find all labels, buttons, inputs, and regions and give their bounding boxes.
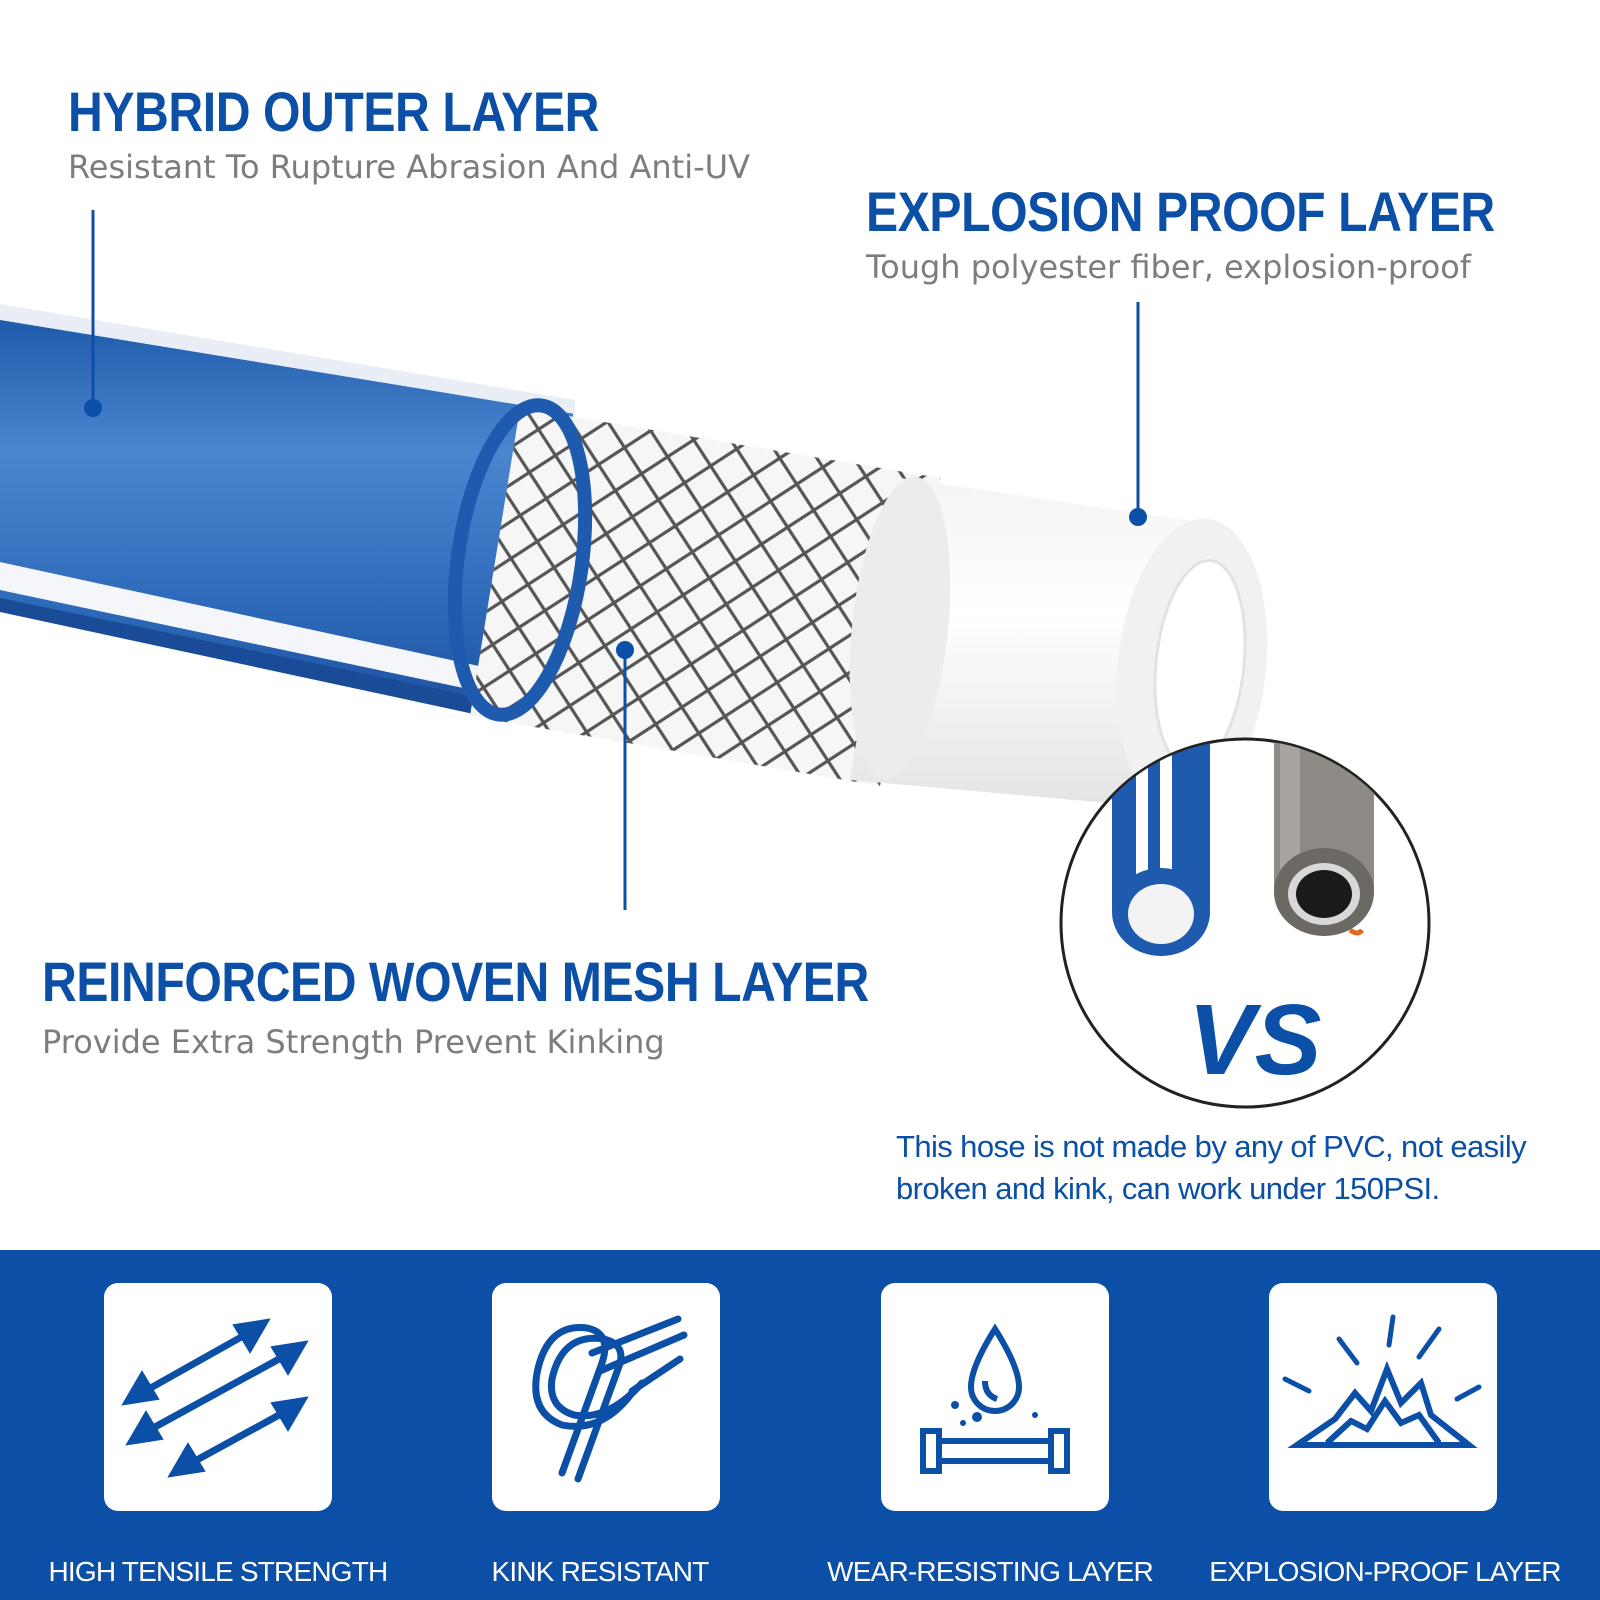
hose-illustration [0, 210, 1431, 1109]
explosion-layer-description: Tough polyester fiber, explosion-proof [866, 248, 1472, 286]
feature-label: WEAR-RESISTING LAYER [827, 1556, 1154, 1587]
pvc-hose-sample [1274, 740, 1374, 936]
feature-tile [104, 1283, 332, 1511]
explosion-layer-title: EXPLOSION PROOF LAYER [866, 180, 1495, 243]
feature-tile [881, 1283, 1109, 1511]
feature-band: HIGH TENSILE STRENGTH KINK RESISTANT [0, 1250, 1600, 1600]
explosion-burst-icon [1282, 1314, 1482, 1448]
feature-wear: WEAR-RESISTING LAYER [795, 1250, 1185, 1600]
knot-icon [532, 1315, 688, 1483]
feature-label: HIGH TENSILE STRENGTH [48, 1556, 389, 1587]
comparison-note: This hose is not made by any of PVC, not… [896, 1129, 1527, 1206]
feature-kink: KINK RESISTANT [405, 1250, 795, 1600]
mesh-layer-title: REINFORCED WOVEN MESH LAYER [42, 950, 869, 1013]
outer-layer-title: HYBRID OUTER LAYER [68, 80, 600, 143]
comparison-circle [1059, 737, 1431, 1109]
explosion-proof-segment [849, 476, 1268, 814]
explosion-callout-line [1129, 302, 1147, 526]
tensile-arrows-icon [121, 1318, 309, 1478]
outer-layer-description: Resistant To Rupture Abrasion And Anti-U… [68, 148, 750, 186]
water-drop-pipe-icon [920, 1323, 1070, 1474]
feature-tensile: HIGH TENSILE STRENGTH [23, 1250, 413, 1600]
feature-explosion: EXPLOSION-PROOF LAYER [1190, 1250, 1580, 1600]
mesh-layer-description: Provide Extra Strength Prevent Kinking [42, 1023, 665, 1061]
feature-tile [1269, 1283, 1497, 1511]
mesh-layer-segment [447, 398, 940, 786]
feature-tile [492, 1283, 720, 1511]
outer-layer-segment [0, 304, 575, 724]
outer-callout-line [84, 210, 102, 417]
feature-label: KINK RESISTANT [491, 1556, 710, 1587]
mesh-callout-line [616, 641, 634, 910]
feature-label: EXPLOSION-PROOF LAYER [1209, 1556, 1561, 1587]
vs-label: VS [1188, 984, 1322, 1096]
